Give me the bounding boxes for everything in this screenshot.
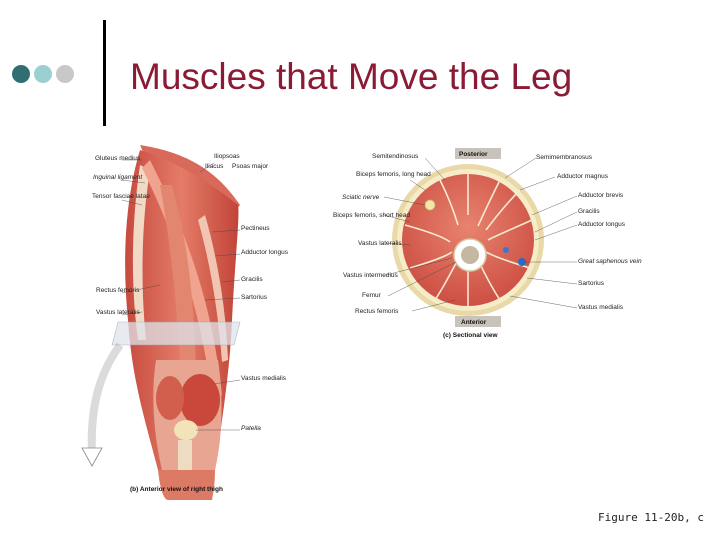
label-sartorius-sec: Sartorius (578, 280, 605, 287)
label-vastus-medialis-sec: Vastus medialis (578, 304, 624, 311)
dot-light-teal (34, 65, 52, 83)
label-pectineus: Pectineus (241, 225, 270, 232)
cross-section-illustration (383, 148, 578, 327)
figure-reference: Figure 11-20b, c (598, 511, 704, 524)
label-psoas-major: Psoas major (232, 163, 269, 170)
label-vastus-intermedius: Vastus intermedius (343, 272, 399, 279)
tag-posterior: Posterior (459, 151, 488, 158)
label-vastus-lateralis-ant: Vastus lateralis (96, 309, 140, 316)
label-rectus-femoris-sec: Rectus femoris (355, 308, 399, 315)
label-gracilis-sec: Gracilis (578, 208, 600, 215)
label-inguinal-ligament: Inguinal ligament (93, 174, 143, 181)
label-vastus-lateralis-sec: Vastus lateralis (358, 240, 402, 247)
label-iliacus: Iliacus (205, 163, 224, 170)
label-biceps-short: Biceps femoris, short head (333, 212, 410, 219)
label-tensor-fasciae-latae: Tensor fasciae latae (92, 193, 150, 200)
label-sartorius-ant: Sartorius (241, 294, 268, 301)
label-semitendinosus: Semitendinosus (372, 153, 419, 160)
label-adductor-magnus: Adductor magnus (557, 173, 609, 180)
label-gracilis-ant: Gracilis (241, 276, 263, 283)
label-gluteus-medius: Gluteus medius (95, 155, 141, 162)
label-vastus-medialis-ant: Vastus medialis (241, 375, 287, 382)
label-adductor-longus-ant: Adductor longus (241, 249, 289, 256)
label-adductor-longus-sec: Adductor longus (578, 221, 626, 228)
dot-dark-teal (12, 65, 30, 83)
dot-gray (56, 65, 74, 83)
tag-anterior: Anterior (461, 319, 487, 326)
caption-anterior-view: (b) Anterior view of right thigh (130, 486, 223, 493)
label-iliopsoas: Iliopsoas (214, 153, 240, 160)
label-biceps-long: Biceps femoris, long head (356, 171, 431, 178)
label-saphenous-vein: Great saphenous vein (578, 258, 642, 265)
label-femur: Femur (362, 292, 382, 299)
anterior-thigh-illustration (81, 145, 241, 500)
title-divider (103, 20, 106, 126)
label-semimembranosus: Semimembranosus (536, 154, 593, 161)
label-adductor-brevis: Adductor brevis (578, 192, 624, 199)
label-rectus-femoris-ant: Rectus femoris (96, 287, 140, 294)
label-patella: Patella (241, 425, 261, 432)
slide-title: Muscles that Move the Leg (130, 56, 573, 97)
caption-sectional-view: (c) Sectional view (443, 332, 498, 339)
decorative-dots (12, 65, 74, 83)
label-sciatic-nerve: Sciatic nerve (342, 194, 380, 201)
